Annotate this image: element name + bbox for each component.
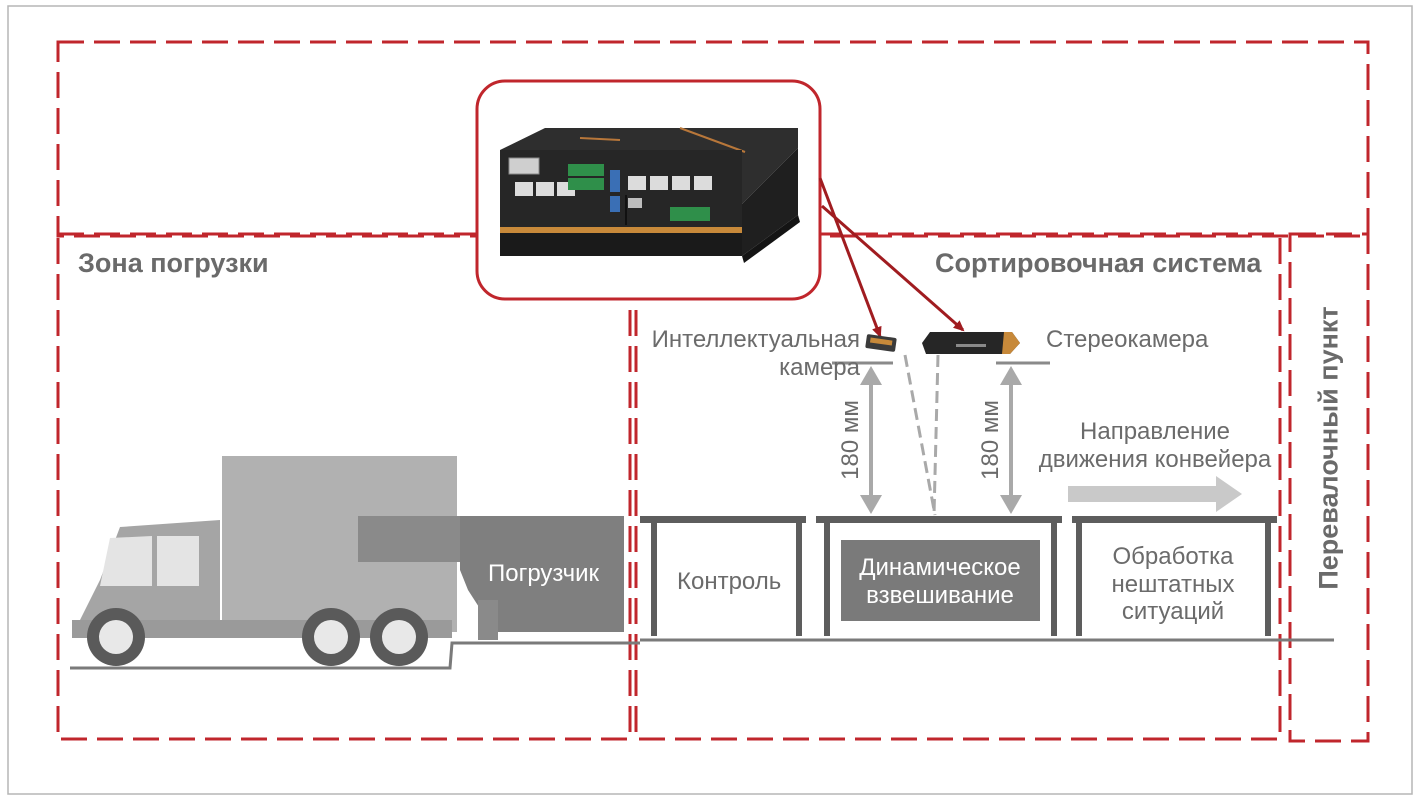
signal-arrow-smart-camera [818,177,882,338]
industrial-pc [500,127,800,263]
distance-arrow-right [1000,366,1022,514]
distance-arrow-left [860,366,882,514]
smart-camera-label: Интеллектуальная камера [651,326,860,381]
stereo-camera-view-line [932,354,940,516]
transfer-zone-border [1288,232,1370,743]
distance-right-label: 180 мм [977,400,1005,480]
distance-left-label: 180 мм [837,400,865,480]
exceptions-label: Обработка нештатных ситуаций [1111,543,1235,626]
loading-zone-title: Зона погрузки [78,248,269,278]
conveyor [640,514,1277,636]
top-zone-border [56,40,1370,238]
dynamic-weighing-label: Динамическое взвешивание [859,554,1021,609]
stereo-camera-label: Стереокамера [1046,326,1209,353]
conveyor-direction-arrow [1068,476,1242,512]
conveyor-direction-label: Направление движения конвейера [1038,418,1272,473]
sorting-system-title: Сортировочная система [935,248,1262,278]
smart-camera [865,334,897,352]
dynamic-weighing-box [841,540,1040,621]
outer-frame [7,5,1413,795]
stereo-camera [922,332,1020,354]
signal-arrow-stereo-camera [821,204,965,332]
smart-camera-view-line [903,354,937,516]
ground-left [70,641,640,670]
control-label: Контроль [677,568,782,595]
transfer-point-title: Перевалочный пункт [1313,306,1344,590]
loader-label: Погрузчик [488,560,600,587]
loader [358,516,624,640]
